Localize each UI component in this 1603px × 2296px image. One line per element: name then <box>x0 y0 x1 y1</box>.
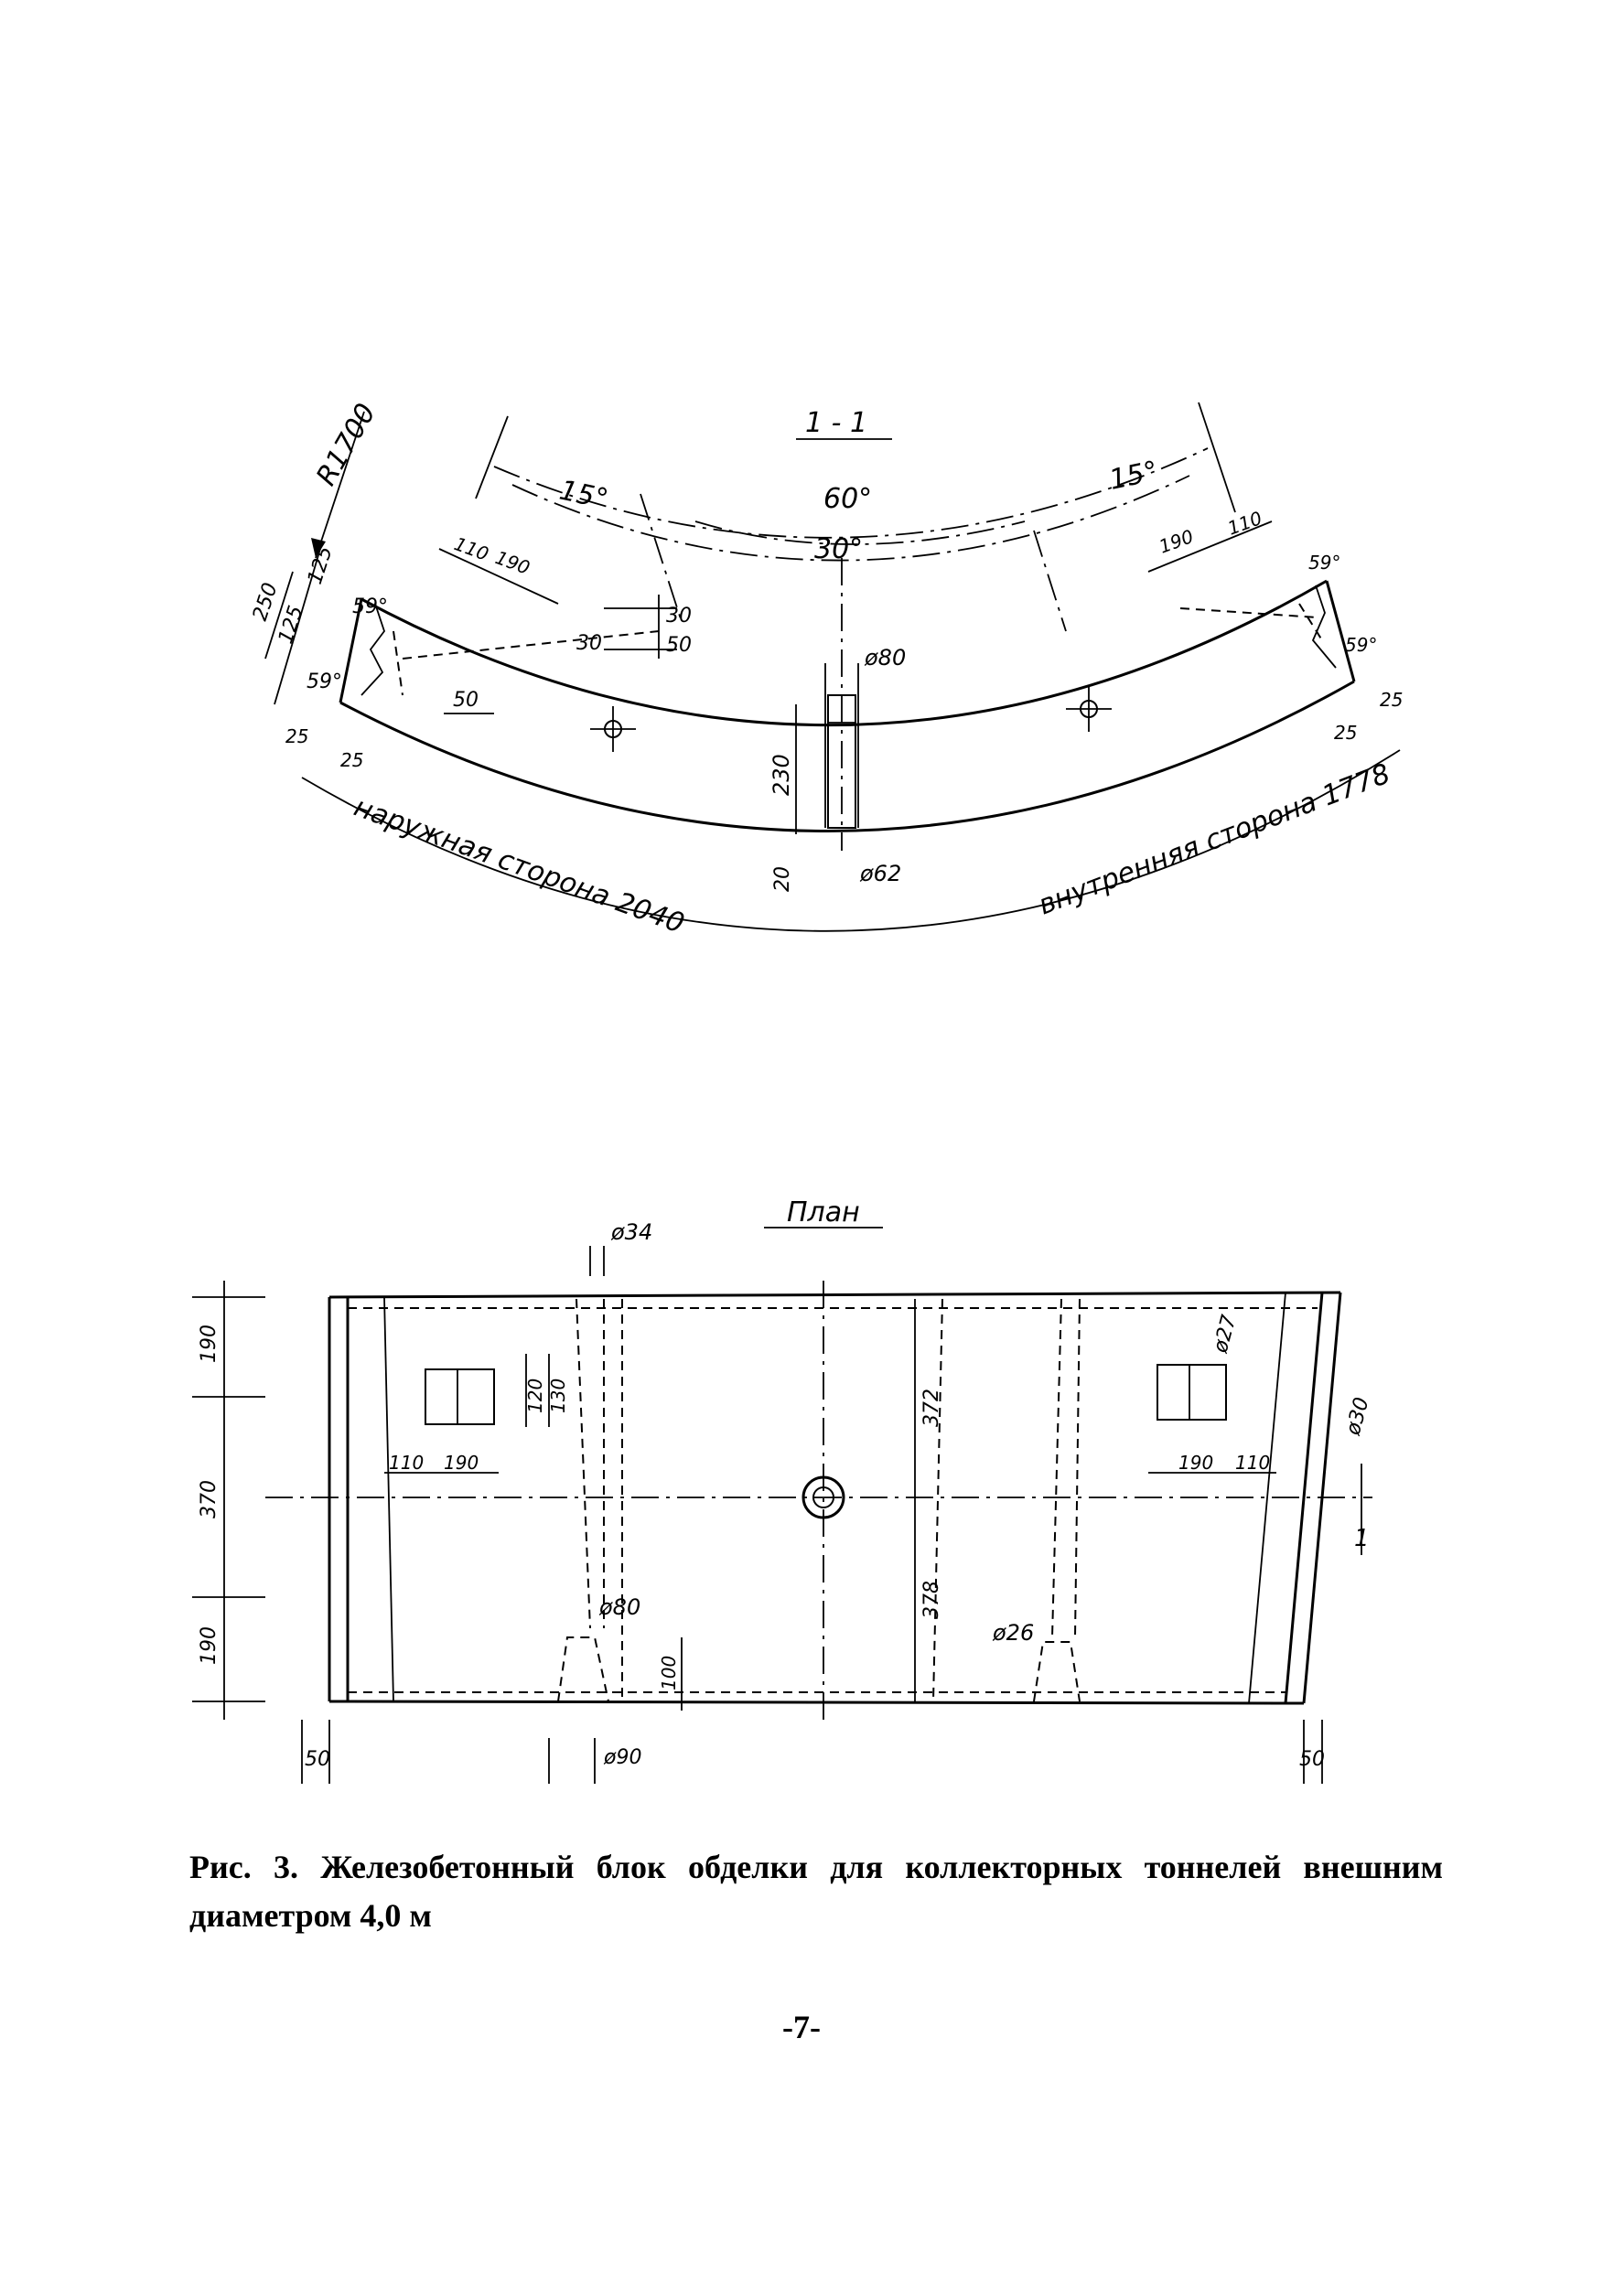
dia-26: ø26 <box>992 1620 1034 1646</box>
dim-370: 370 <box>198 1480 221 1518</box>
section-title: 1 - 1 <box>805 407 867 439</box>
radius-leader <box>315 411 365 559</box>
plan-view: План <box>192 1196 1374 1784</box>
angle-59-d: 59° <box>1345 634 1377 656</box>
dim-378: 378 <box>920 1581 943 1619</box>
outer-side-label: наружная сторона 2040 <box>350 791 688 940</box>
angle-59-c: 59° <box>1308 552 1340 574</box>
dim-250: 250 <box>249 580 283 624</box>
dim-125-b: 125 <box>304 543 338 587</box>
dim-190-left: 190 <box>492 546 533 579</box>
dim-130: 130 <box>547 1379 569 1413</box>
angle-15-left: 15° <box>556 475 610 516</box>
dim-50-small: 50 <box>453 689 479 712</box>
angle-15-right: 15° <box>1106 456 1160 497</box>
radius-label: R1700 <box>310 398 382 491</box>
depth-20: 20 <box>771 866 794 892</box>
dia-90: ø90 <box>603 1746 641 1769</box>
dim-190-plan-right: 190 <box>1178 1452 1213 1474</box>
dim-100: 100 <box>658 1656 680 1690</box>
dim-190-top: 190 <box>198 1325 221 1363</box>
dia-27: ø27 <box>1209 1313 1241 1356</box>
dim-50-b: 50 <box>666 634 692 657</box>
block-bottom-arc <box>339 680 1355 832</box>
dim-110-plan-left: 110 <box>389 1452 424 1474</box>
plan-title: План <box>787 1196 860 1228</box>
page-number: -7- <box>782 2009 821 2045</box>
angle-60: 60° <box>823 483 872 515</box>
dia-34: ø34 <box>610 1219 652 1245</box>
dim-120: 120 <box>524 1379 546 1413</box>
dim-50-a: 30 <box>666 605 692 628</box>
dim-125-a: 125 <box>274 603 308 647</box>
dia-80-plan: ø80 <box>598 1594 640 1620</box>
outer-arc <box>301 749 1401 932</box>
dim-190-bottom: 190 <box>198 1626 221 1665</box>
inner-side-label: внутренняя сторона 1778 <box>1034 757 1394 921</box>
figure-caption: Рис. 3. Железобетонный блок обделки для … <box>189 1849 1443 1934</box>
block-top-arc <box>360 579 1328 727</box>
hole-dia-80: ø80 <box>864 645 906 671</box>
dim-25-bl-b: 25 <box>340 749 363 771</box>
hole-dia-62: ø62 <box>859 861 901 886</box>
section-view: 1 - 1 R1700 15° 60° 30° 15° <box>249 398 1404 940</box>
section-mark: 1 <box>1354 1525 1370 1552</box>
dim-372: 372 <box>920 1389 943 1427</box>
dim-190-plan-left: 190 <box>444 1452 479 1474</box>
edge-50-right: 50 <box>1299 1748 1325 1771</box>
depth-230: 230 <box>769 754 794 796</box>
dim-110-left: 110 <box>451 532 491 565</box>
angle-59-b: 59° <box>307 671 342 693</box>
dim-25-bl-a: 25 <box>285 725 308 747</box>
dim-25-br-a: 25 <box>1334 722 1357 744</box>
dia-30: ø30 <box>1341 1395 1373 1438</box>
dim-110-plan-right: 110 <box>1235 1452 1270 1474</box>
edge-50-left: 50 <box>305 1748 330 1771</box>
angle-30: 30° <box>814 533 863 565</box>
dim-190-right: 190 <box>1157 525 1197 558</box>
angle-59-a: 59° <box>352 595 388 618</box>
dim-30: 30 <box>576 632 602 655</box>
dim-110-right: 110 <box>1225 507 1265 540</box>
dim-25-br-b: 25 <box>1380 689 1403 711</box>
